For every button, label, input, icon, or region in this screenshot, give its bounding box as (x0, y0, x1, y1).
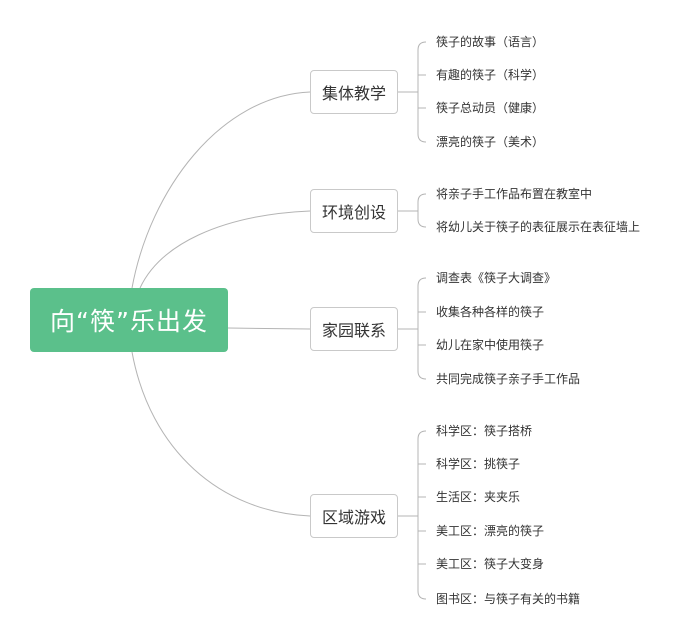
connector-root-branch-3 (227, 327, 311, 330)
connector-branch-1-bracket (417, 41, 427, 143)
leaf-topic[interactable]: 生活区：夹夹乐 (436, 490, 521, 504)
connector-branch-2-bracket (417, 193, 427, 228)
connector-branch-4-bracket (417, 430, 427, 600)
connector-branch-3-bracket (417, 277, 427, 380)
connector-root-branch-2 (139, 210, 311, 289)
leaf-topic[interactable]: 图书区：与筷子有关的书籍 (436, 592, 581, 606)
leaf-topic[interactable]: 将亲子手工作品布置在教室中 (436, 187, 593, 201)
leaf-topic[interactable]: 有趣的筷子（科学） (436, 68, 545, 82)
leaf-topic[interactable]: 共同完成筷子亲子手工作品 (436, 372, 581, 386)
branch-topic-area-games[interactable]: 区域游戏 (310, 494, 398, 538)
connector-root-branch-4 (131, 351, 311, 517)
leaf-topic[interactable]: 将幼儿关于筷子的表征展示在表征墙上 (436, 220, 641, 234)
leaf-topic[interactable]: 筷子的故事（语言） (436, 35, 545, 49)
leaf-topic[interactable]: 科学区：挑筷子 (436, 457, 521, 471)
leaf-topic[interactable]: 美工区：筷子大变身 (436, 557, 545, 571)
leaf-topic[interactable]: 调查表《筷子大调查》 (436, 271, 557, 285)
branch-topic-collective-teaching[interactable]: 集体教学 (310, 70, 398, 114)
branch-topic-environment[interactable]: 环境创设 (310, 189, 398, 233)
leaf-topic[interactable]: 科学区：筷子搭桥 (436, 424, 533, 438)
leaf-topic[interactable]: 美工区：漂亮的筷子 (436, 524, 545, 538)
leaf-topic[interactable]: 收集各种各样的筷子 (436, 305, 545, 319)
connector-root-branch-1 (131, 91, 311, 289)
leaf-topic[interactable]: 筷子总动员（健康） (436, 101, 545, 115)
root-topic[interactable]: 向“筷”乐出发 (30, 288, 228, 352)
leaf-topic[interactable]: 幼儿在家中使用筷子 (436, 338, 545, 352)
branch-topic-home-school[interactable]: 家园联系 (310, 307, 398, 351)
leaf-topic[interactable]: 漂亮的筷子（美术） (436, 135, 545, 149)
